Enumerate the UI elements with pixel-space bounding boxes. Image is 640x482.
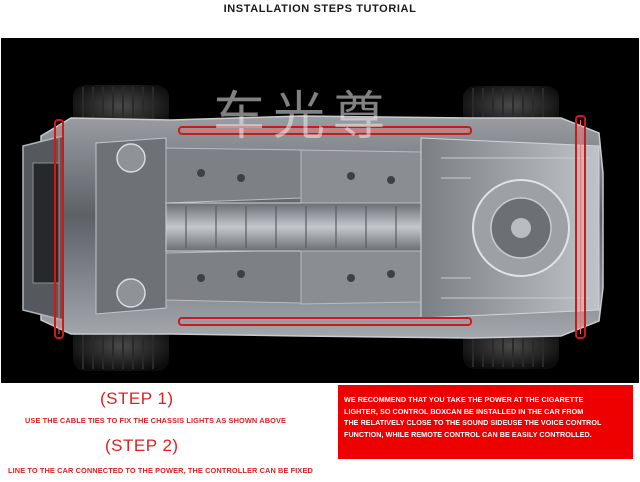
note-line: LIGHTER, SO CONTROL BOXCAN BE INSTALLED …: [344, 406, 584, 416]
note-line: FUNCTION, WHILE REMOTE CONTROL CAN BE EA…: [344, 429, 592, 439]
chassis-light-strip-rear: [575, 115, 586, 339]
car-underside-photo: 车光尊: [1, 38, 639, 383]
step-1-label: (STEP 1): [100, 389, 174, 408]
chassis-light-strip-left-side: [178, 126, 472, 135]
step-1-description: USE THE CABLE TIES TO FIX THE CHASSIS LI…: [25, 416, 287, 425]
note-line: WE RECOMMEND THAT YOU TAKE THE POWER AT …: [344, 395, 584, 404]
page-title: INSTALLATION STEPS TUTORIAL: [223, 3, 417, 15]
brand-watermark: 车光尊: [212, 87, 393, 147]
chassis-light-strip-right-side: [178, 317, 472, 326]
note-line: THE RELATIVELY CLOSE TO THE SOUND SIDEUS…: [344, 418, 602, 427]
chassis-light-strip-front: [54, 119, 64, 339]
step-2-description: LINE TO THE CAR CONNECTED TO THE POWER, …: [8, 466, 313, 475]
step-2-label: (STEP 2): [105, 436, 179, 455]
power-recommendation-note: WE RECOMMEND THAT YOU TAKE THE POWER AT …: [338, 385, 633, 459]
chassis-body: [22, 115, 604, 339]
